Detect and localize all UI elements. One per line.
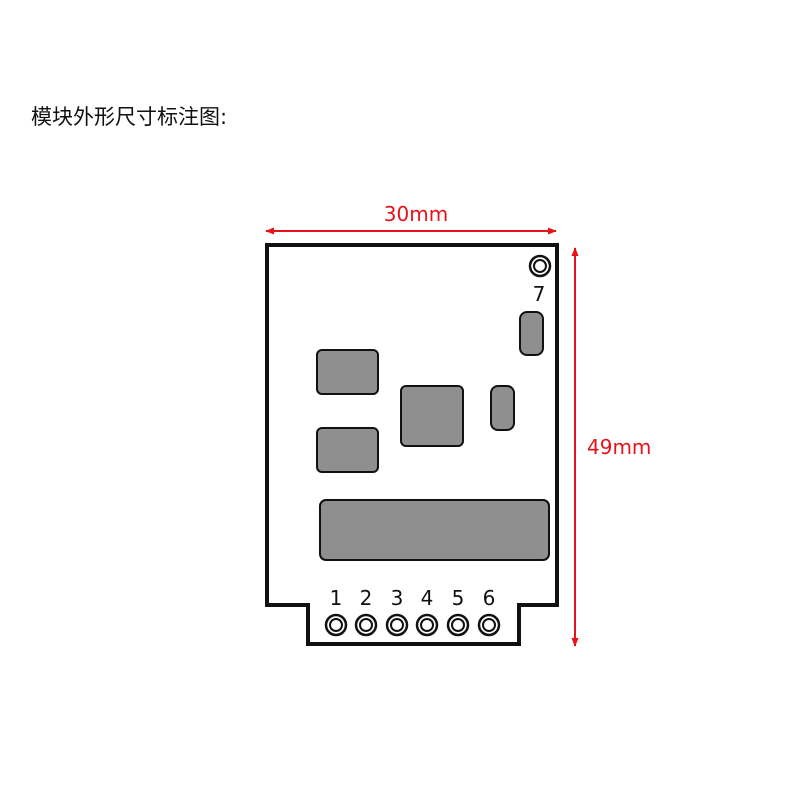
component-long-bar	[319, 499, 550, 561]
pin-2	[354, 613, 378, 637]
height-dimension-label: 49mm	[587, 435, 651, 459]
pin-3-label: 3	[391, 586, 404, 610]
pin-3-hole	[390, 618, 404, 632]
pin-5-hole	[451, 618, 465, 632]
pin-6	[477, 613, 501, 637]
component-center-chip	[400, 385, 464, 447]
pin-2-label: 2	[360, 586, 373, 610]
pin-7-label: 7	[533, 282, 546, 306]
page-title: 模块外形尺寸标注图:	[31, 105, 228, 129]
width-dimension-label: 30mm	[384, 202, 448, 226]
component-top-left	[316, 349, 379, 395]
component-top-right-capsule	[519, 311, 544, 356]
pin-1-hole	[329, 618, 343, 632]
pin-4-hole	[420, 618, 434, 632]
component-bottom-left	[316, 427, 379, 473]
pin-5-label: 5	[452, 586, 465, 610]
pin-2-hole	[359, 618, 373, 632]
pin-1	[324, 613, 348, 637]
pin-6-label: 6	[483, 586, 496, 610]
pin-4	[415, 613, 439, 637]
pin-1-label: 1	[330, 586, 343, 610]
pin-7-hole	[533, 259, 547, 273]
pin-6-hole	[482, 618, 496, 632]
pin-3	[385, 613, 409, 637]
pin-7	[528, 254, 552, 278]
pin-4-label: 4	[421, 586, 434, 610]
pin-5	[446, 613, 470, 637]
component-small-capsule	[490, 385, 515, 431]
bottom-pin-row	[324, 613, 501, 637]
